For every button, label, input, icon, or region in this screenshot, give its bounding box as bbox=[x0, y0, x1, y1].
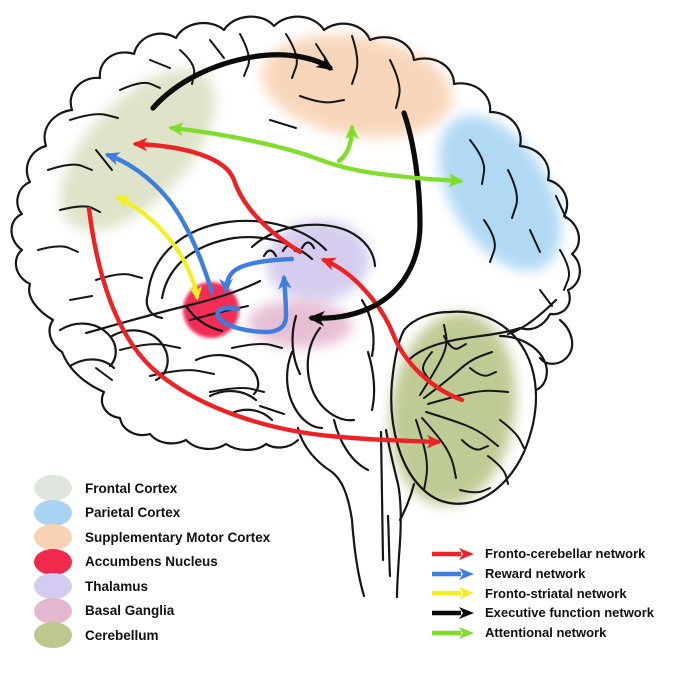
accumbens-nucleus-label: Accumbens Nucleus bbox=[85, 554, 218, 570]
arrow-green-to-sma bbox=[336, 124, 359, 164]
sulcus-line bbox=[469, 139, 486, 185]
region-thalamus bbox=[266, 219, 370, 303]
sulcus-line bbox=[119, 343, 181, 351]
arrow-yellow-fronto-striatal bbox=[114, 194, 203, 301]
supplementary-motor-cortex-label: Supplementary Motor Cortex bbox=[85, 529, 271, 545]
sulcus-line bbox=[459, 487, 491, 494]
legend-row-reward: Reward network bbox=[430, 564, 654, 584]
frontal-cortex-label: Frontal Cortex bbox=[85, 480, 178, 496]
sulcus-line bbox=[559, 249, 570, 291]
sulcus-line bbox=[259, 405, 285, 415]
legend-row-accumbens-nucleus: Accumbens Nucleus bbox=[34, 548, 270, 575]
region-parietal-cortex bbox=[438, 115, 562, 271]
arrow-black-frontal-to-sma bbox=[150, 52, 334, 111]
region-legend: Frontal Cortex Parietal Cortex Supplemen… bbox=[34, 475, 271, 649]
basal-ganglia-swatch bbox=[34, 597, 72, 624]
brain-outline bbox=[10, 15, 581, 599]
sulcus-line bbox=[239, 33, 250, 77]
executive-function-label: Executive function network bbox=[485, 605, 655, 621]
fronto-striatal-label: Fronto-striatal network bbox=[485, 585, 627, 601]
sulcus-line bbox=[95, 367, 113, 381]
legend-row-attentional: Attentional network bbox=[430, 623, 654, 643]
legend-row-executive-function: Executive function network bbox=[430, 603, 654, 623]
sulcus-line bbox=[269, 119, 297, 129]
sulcus-line bbox=[421, 417, 457, 479]
sulcus-line bbox=[149, 59, 171, 69]
attentional-label: Attentional network bbox=[485, 625, 607, 641]
sulcus-line bbox=[351, 35, 359, 85]
green-arrow-swatch bbox=[432, 626, 474, 639]
sulcus-line bbox=[209, 387, 265, 393]
brain-regions bbox=[60, 34, 562, 506]
legend-row-thalamus: Thalamus bbox=[34, 573, 270, 600]
sulcus-line bbox=[487, 455, 509, 485]
sulcus-line bbox=[443, 335, 467, 350]
parietal-cortex-label: Parietal Cortex bbox=[85, 505, 181, 521]
sulcus-line bbox=[427, 389, 509, 405]
arrow-blue-accumbens-to-thalamus bbox=[215, 274, 292, 335]
brainstem bbox=[306, 326, 356, 422]
cerebellum-label: Cerebellum bbox=[85, 627, 159, 643]
sulcus-line bbox=[507, 169, 518, 219]
fronto-cerebellar-label: Fronto-cerebellar network bbox=[485, 546, 646, 562]
frontal-cortex-swatch bbox=[34, 475, 72, 502]
sulcus-line bbox=[47, 163, 93, 171]
sulcus-line bbox=[69, 295, 93, 301]
basal-ganglia-label: Basal Ganglia bbox=[85, 603, 175, 619]
lateral-sulcus bbox=[84, 279, 262, 335]
sulcus-line bbox=[422, 351, 433, 379]
black-arrow-swatch bbox=[432, 606, 474, 619]
network-arrows bbox=[86, 52, 465, 449]
sulcus-line bbox=[529, 229, 541, 253]
sulcus-line bbox=[231, 343, 283, 349]
reward-label: Reward network bbox=[485, 566, 586, 582]
sulcus-line bbox=[469, 367, 497, 377]
accumbens-nucleus-swatch bbox=[34, 548, 72, 575]
sulcus-line bbox=[461, 439, 489, 451]
network-legend: Fronto-cerebellar network Reward network… bbox=[430, 544, 654, 642]
legend-row-basal-ganglia: Basal Ganglia bbox=[34, 597, 270, 624]
sulcus-line bbox=[69, 113, 119, 121]
thalamus-label: Thalamus bbox=[85, 578, 149, 594]
arrow-red-cerebellum-to-thalamus bbox=[320, 257, 465, 403]
arrow-green-frontal-to-parietal bbox=[168, 122, 464, 188]
legend-row-fronto-striatal: Fronto-striatal network bbox=[430, 583, 654, 603]
legend-row-parietal-cortex: Parietal Cortex bbox=[34, 499, 270, 526]
sulcus-line bbox=[37, 245, 79, 253]
legend-row-supplementary-motor-cortex: Supplementary Motor Cortex bbox=[34, 524, 271, 551]
sulcus-line bbox=[415, 419, 428, 491]
sulcus-line bbox=[555, 195, 567, 219]
thalamus-swatch bbox=[34, 573, 72, 600]
parietal-cortex-swatch bbox=[34, 499, 72, 526]
legend-row-cerebellum: Cerebellum bbox=[34, 622, 270, 649]
supplementary-motor-cortex-swatch bbox=[34, 524, 72, 551]
yellow-arrow-swatch bbox=[432, 587, 474, 600]
sulcus-line bbox=[95, 149, 113, 171]
temporal-lower-edge bbox=[60, 350, 300, 452]
sulcus-line bbox=[389, 59, 401, 109]
arrow-blue-thalamus-to-accumbens bbox=[219, 256, 295, 294]
sulcus-line bbox=[425, 411, 499, 447]
cerebrum-contour bbox=[10, 15, 581, 363]
legend-row-frontal-cortex: Frontal Cortex bbox=[34, 475, 270, 502]
sulcus-line bbox=[299, 95, 345, 104]
blue-arrow-swatch bbox=[432, 567, 474, 580]
region-supplementary-motor-cortex bbox=[261, 34, 453, 138]
sulcus-line bbox=[209, 39, 225, 59]
arrow-red-frontal-to-cerebellum bbox=[86, 206, 442, 449]
region-basal-ganglia bbox=[248, 299, 352, 349]
neck-left bbox=[296, 426, 366, 598]
legend-row-fronto-cerebellar: Fronto-cerebellar network bbox=[430, 544, 654, 564]
sulcus-line bbox=[59, 205, 101, 213]
sulcus-line bbox=[483, 219, 496, 263]
sulcus-line bbox=[539, 289, 553, 307]
cerebellum-swatch bbox=[34, 622, 72, 649]
sulcus-line bbox=[119, 81, 161, 91]
sulcus-line bbox=[499, 419, 525, 449]
region-cerebellum bbox=[390, 312, 516, 506]
red-arrow-swatch bbox=[432, 547, 474, 560]
